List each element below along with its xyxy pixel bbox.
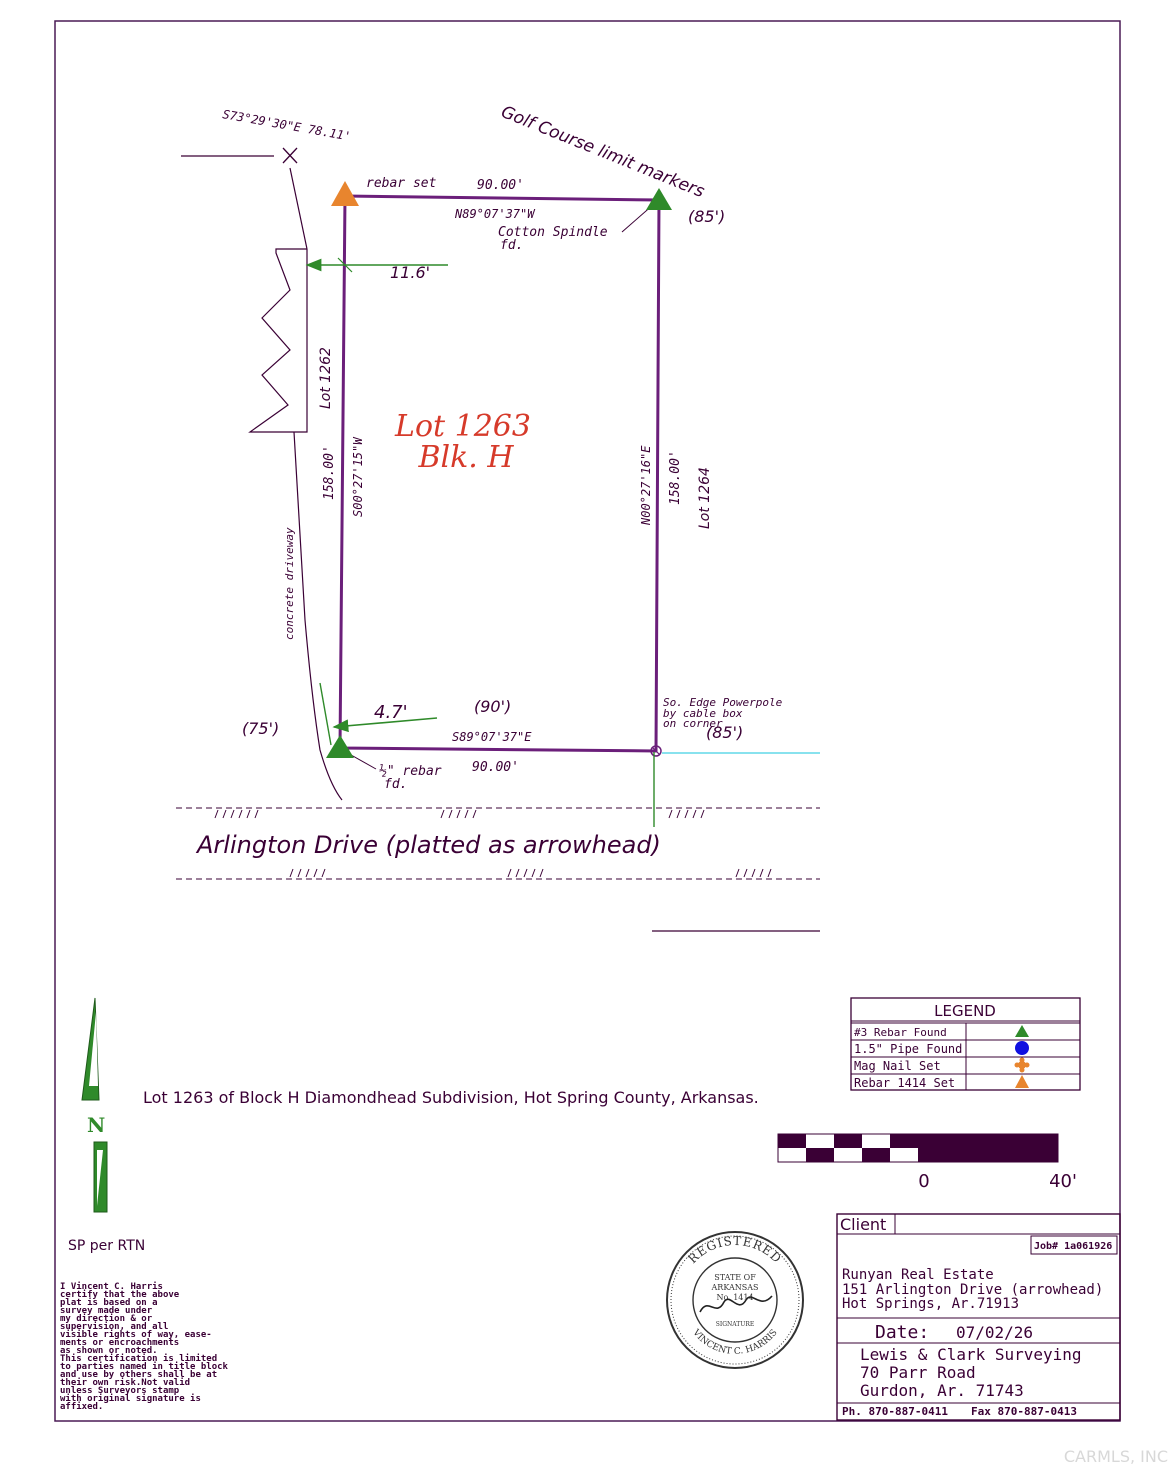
client-label: Client [840,1215,886,1234]
north-arrow-icon [81,997,108,1213]
svg-text:certify that the above: certify that the above [60,1289,180,1300]
powerpole-label-1: So. Edge Powerpole [663,696,783,709]
svg-text:as shown or noted.: as shown or noted. [60,1346,158,1356]
svg-text:STATE OF: STATE OF [714,1273,756,1282]
scale-max-label: 40' [1049,1171,1077,1192]
rebar-set-icon [331,181,359,206]
blue-circle-icon [1015,1041,1029,1055]
svg-text:plat is based on a: plat is based on a [60,1297,158,1308]
scale-min-label: 0 [918,1171,929,1192]
orange-triangle-icon [1015,1075,1029,1088]
fax-number: Fax 870-887-0413 [971,1405,1077,1418]
lot-description: Lot 1263 of Block H Diamondhead Subdivis… [143,1088,759,1107]
se-dimension: (85') [706,723,743,742]
lot-title-line1: Lot 1263 [394,409,531,444]
svg-text:survey made under: survey made under [60,1306,153,1316]
rebar-found-fd: fd. [384,777,407,792]
svg-text:my direction & or: my direction & or [60,1313,153,1324]
east-bearing: N00°27'16"E [639,445,653,526]
svg-text:to parties named in title bloc: to parties named in title block [60,1361,229,1372]
lot-title-line2: Blk. H [417,440,514,475]
green-triangle-icon [1015,1025,1029,1037]
rebar-set-label: rebar set [366,176,437,191]
west-distance: 158.00' [322,445,337,500]
svg-text:SIGNATURE: SIGNATURE [716,1321,754,1328]
legend-item-label: Mag Nail Set [854,1059,941,1073]
legend-item-label: Rebar 1414 Set [854,1076,955,1090]
north-bearing: N89°07'37"W [454,207,536,221]
powerpole-corner-icon [650,745,662,757]
east-distance: 158.00' [668,450,683,505]
driveway-line [293,431,343,801]
client-line: Runyan Real Estate [842,1267,994,1283]
rebar-found-sw-icon [326,735,354,758]
road-label: Arlington Drive (platted as arrowhead) [195,831,661,859]
road-hatch [214,809,772,878]
powerpole-label-3: on corner [663,717,723,730]
east-adjacent-lot: Lot 1264 [697,467,713,529]
west-adjacent-lot: Lot 1262 [318,347,334,409]
ne-dimension: (85') [688,207,725,226]
legend-item-label: #3 Rebar Found [854,1026,947,1039]
south-record: (90') [474,697,511,716]
cotton-spindle-label: Cotton Spindle [498,225,608,240]
zigzag-structure [248,248,308,433]
south-bearing: S89°07'37"E [452,730,532,744]
svg-text:unless Surveyors stamp: unless Surveyors stamp [60,1386,180,1396]
sp-note: SP per RTN [68,1238,145,1254]
surveyor-line: Lewis & Clark Surveying [860,1345,1082,1364]
legend [850,997,1081,1091]
driveway-label: concrete driveway [283,527,296,640]
svg-text:with original signature is: with original signature is [60,1393,201,1404]
date-value: 07/02/26 [956,1323,1033,1342]
svg-text:I Vincent C. Harris: I Vincent C. Harris [60,1281,163,1292]
legend-title: LEGEND [934,1002,996,1020]
job-number: Job# 1a061926 [1034,1241,1112,1252]
scale-bar [777,1133,1059,1163]
cotton-spindle-fd: fd. [500,238,523,253]
client-line: Hot Springs, Ar.71913 [842,1296,1019,1312]
offset-top-label: 11.6' [390,263,430,282]
svg-text:visible rights of way, ease-: visible rights of way, ease- [60,1329,212,1340]
top-tie-label: S73°29'30"E 78.11' [221,107,352,143]
watermark: CARMLS, INC [1064,1447,1168,1466]
surveyor-line: Gurdon, Ar. 71743 [860,1381,1024,1400]
surveyor-line: 70 Parr Road [860,1363,976,1382]
rebar-found-label: ½" rebar [379,764,442,779]
svg-text:their own risk.Not valid: their own risk.Not valid [60,1377,190,1388]
client-line: 151 Arlington Drive (arrowhead) [842,1282,1103,1298]
tie-point-x-icon [282,147,298,164]
offset-bottom-label: 4.7' [374,702,408,723]
west-bearing: S00°27'15"W [351,436,365,517]
svg-text:supervision, and all: supervision, and all [60,1321,168,1332]
legend-item-label: 1.5" Pipe Found [854,1042,962,1056]
golf-course-label: Golf Course limit markers [498,102,707,202]
signature-icon [699,1295,773,1313]
powerpole-label-2: by cable box [663,707,743,720]
north-label: N [87,1113,105,1137]
svg-text:and use by others shall be at: and use by others shall be at [60,1370,217,1380]
page-frame [54,20,1121,1422]
svg-text:ments or encroachments: ments or encroachments [60,1338,179,1348]
svg-text:No. 1414: No. 1414 [716,1293,753,1302]
north-distance: 90.00' [477,178,524,193]
date-label: Date: [875,1322,929,1343]
driveway-line-green [319,682,332,746]
orange-flower-icon [1014,1057,1030,1073]
svg-text:ARKANSAS: ARKANSAS [711,1283,759,1292]
title-block [836,1213,1121,1421]
phone-number: Ph. 870-887-0411 [842,1405,948,1418]
south-distance: 90.00' [472,760,519,775]
offset-bottom-leader [332,717,438,733]
certification: I Vincent C. Harris certify that the abo… [60,1281,229,1412]
svg-text:affixed.: affixed. [60,1401,103,1412]
sw-dimension: (75') [242,719,279,738]
west-neighbor-line [289,167,308,250]
surveyor-seal-icon: REGISTERED VINCENT C. HARRIS STATE OF AR… [666,1231,804,1369]
svg-text:This certification is limited: This certification is limited [60,1353,217,1364]
rebar-found-ne-icon [646,188,672,210]
